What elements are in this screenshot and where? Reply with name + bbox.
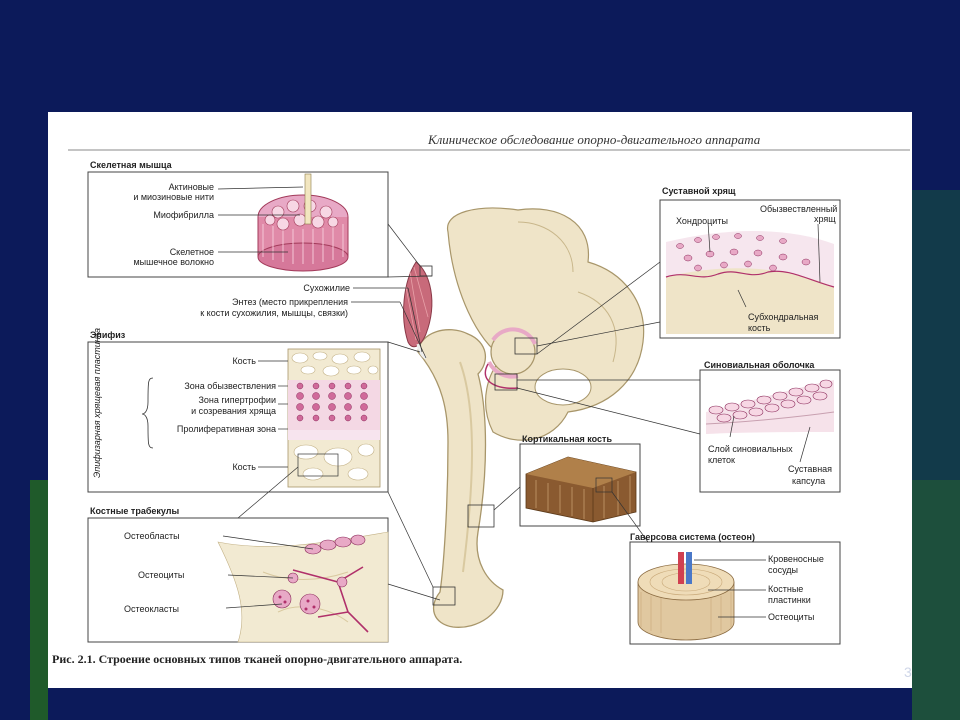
- growth-plate-vertical-label: Эпифизарная хрящевая пластинка: [92, 327, 102, 478]
- label-haversian-osteocytes: Остеоциты: [768, 612, 815, 622]
- label-joint-capsule-1: Суставная: [788, 464, 833, 474]
- label-joint-capsule-2: капсула: [792, 476, 826, 486]
- femur-bone: [417, 329, 504, 628]
- label-osteoblasts: Остеобласты: [124, 531, 180, 541]
- label-calcified-cartilage-2: хрящ: [814, 214, 836, 224]
- label-osteocytes: Остеоциты: [138, 570, 185, 580]
- label-myofibril: Миофибрилла: [153, 210, 214, 220]
- label-muscle-fiber-1: Скелетное: [169, 247, 214, 257]
- label-bone-top: Кость: [232, 356, 256, 366]
- label-lamellae-2: пластинки: [768, 595, 811, 605]
- label-blood-vessels-2: сосуды: [768, 565, 799, 575]
- label-bone-bottom: Кость: [232, 462, 256, 472]
- label-blood-vessels-1: Кровеносные: [768, 554, 824, 564]
- label-osteoclasts: Остеокласты: [124, 604, 179, 614]
- background-strip-left: [30, 480, 48, 720]
- label-subchondral-bone-2: кость: [748, 323, 771, 333]
- label-synovial-layer-2: клеток: [708, 455, 735, 465]
- slide-page-number: 3: [904, 664, 912, 680]
- label-actin: Актиновые: [168, 182, 214, 192]
- label-calcification-zone: Зона обызвествления: [184, 381, 276, 391]
- muscle-panel-title: Скелетная мышца: [90, 160, 172, 170]
- epiphysis-panel-title: Эпифиз: [90, 330, 126, 340]
- label-proliferative-zone: Пролиферативная зона: [176, 424, 276, 434]
- slide: Клиническое обследование опорно-двигател…: [48, 112, 912, 688]
- label-lamellae-1: Костные: [768, 584, 804, 594]
- label-muscle-fiber-2: мышечное волокно: [133, 257, 214, 267]
- cartilage-panel-title: Суставной хрящ: [662, 186, 736, 196]
- label-hypertrophy-zone-1: Зона гипертрофии: [198, 395, 276, 405]
- figure-caption: Рис. 2.1. Строение основных типов тканей…: [52, 652, 463, 666]
- label-myosin: и миозиновые нити: [133, 192, 214, 202]
- label-chondrocytes: Хондроциты: [676, 216, 728, 226]
- label-enthesis-1: Энтез (место прикрепления: [232, 297, 348, 307]
- label-synovial-layer-1: Слой синовиальных: [708, 444, 793, 454]
- cortical-panel-title: Кортикальная кость: [522, 434, 612, 444]
- label-enthesis-2: к кости сухожилия, мышцы, связки): [200, 308, 348, 318]
- label-hypertrophy-zone-2: и созревания хряща: [191, 406, 276, 416]
- page-header: Клиническое обследование опорно-двигател…: [428, 132, 761, 147]
- anatomy-illustration: [68, 149, 910, 645]
- label-tendon: Сухожилие: [303, 283, 350, 293]
- background-panel-right-low: [912, 480, 960, 720]
- trabeculae-panel-title: Костные трабекулы: [90, 506, 180, 516]
- label-subchondral-bone-1: Субхондральная: [748, 312, 819, 322]
- synovium-panel-title: Синовиальная оболочка: [704, 360, 815, 370]
- label-calcified-cartilage-1: Обызвествленный: [760, 204, 838, 214]
- haversian-panel-title: Гаверсова система (остеон): [630, 532, 755, 542]
